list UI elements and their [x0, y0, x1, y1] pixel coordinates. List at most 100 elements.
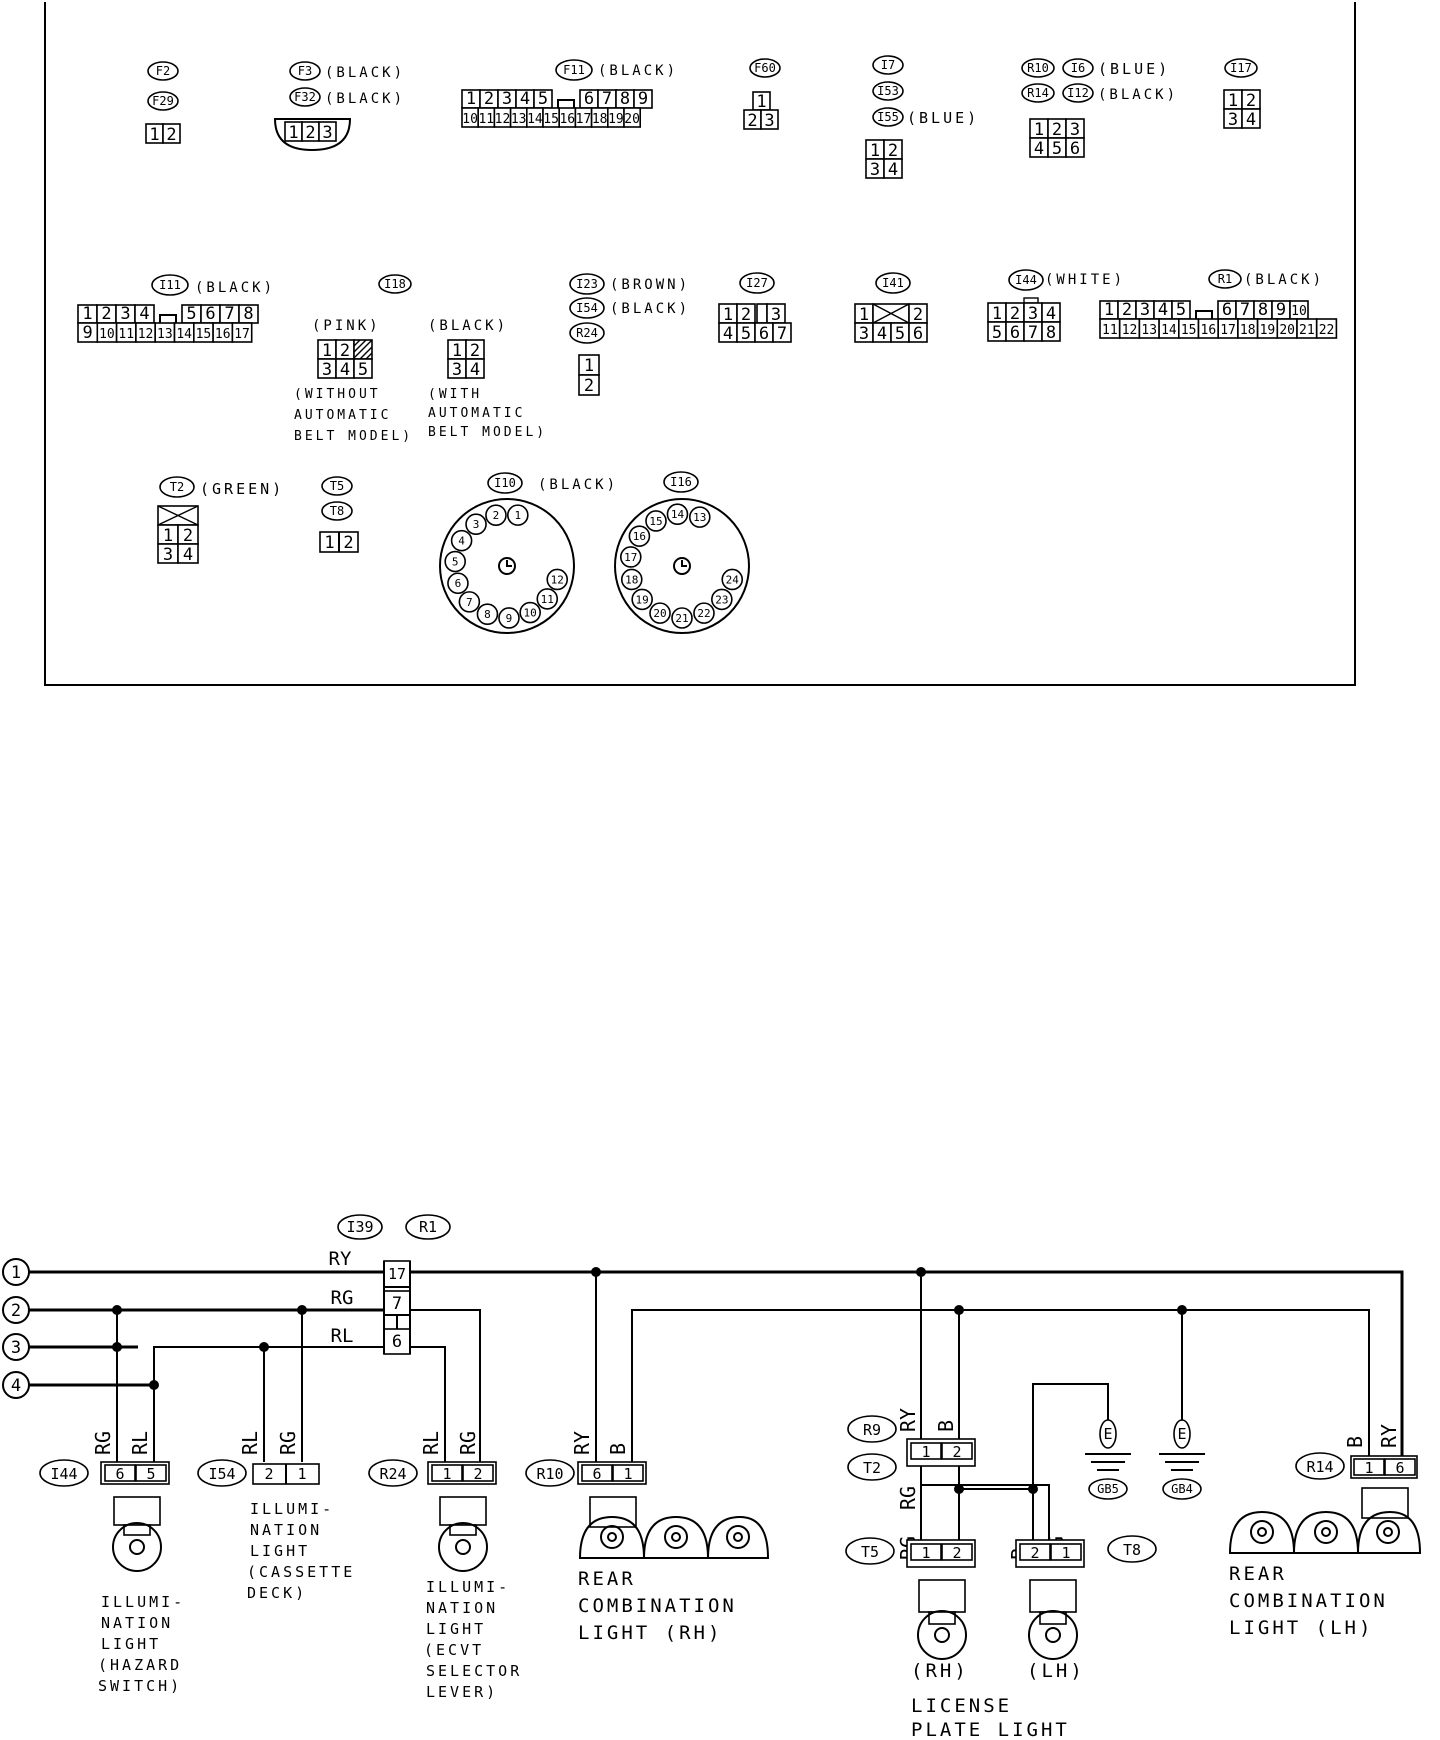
pin-label: 5	[895, 324, 905, 344]
pin-label: 13	[511, 112, 527, 127]
round-pin	[666, 503, 689, 525]
pin-label: 15	[543, 112, 559, 127]
connector-color: (BLACK)	[1098, 87, 1178, 103]
pin-label: 12	[138, 327, 154, 342]
pin-label: 2	[183, 526, 193, 546]
pin-label: 5	[1052, 139, 1062, 159]
connector-id: I16	[670, 475, 692, 489]
connector-I7-I53-I55: I7 I53 I55 (BLUE) 1 2 3 4	[865, 55, 976, 180]
pin-label: 9	[638, 89, 648, 109]
component-label: SELECTOR	[426, 1662, 522, 1680]
ground-label: E	[1103, 1425, 1112, 1443]
pin-label: 3	[452, 360, 462, 380]
round-pin	[693, 602, 715, 624]
pin-label: 15	[196, 327, 212, 342]
key-notch	[159, 314, 177, 323]
connector-color: (BLACK)	[610, 301, 690, 317]
pin-label: 3	[1140, 300, 1150, 320]
pin-label: 8	[620, 89, 630, 109]
pin-label: 21	[1299, 323, 1315, 338]
pin-label: 2	[888, 141, 898, 161]
pin-label: 6	[392, 1332, 402, 1352]
pin-label: 3	[473, 518, 480, 531]
pin-label: 5	[186, 304, 196, 324]
component-hazard-switch-light: RG RL I44 6 5 ILLUMI- NATION LIGHT (HAZA…	[39, 1431, 182, 1695]
terminal-number: 2	[11, 1301, 21, 1321]
pin-label: 2	[584, 376, 594, 396]
pin-label: 2	[741, 305, 751, 325]
connector-F3-F32: F3 (BLACK) F32 (BLACK) 1 2 3	[273, 61, 402, 152]
connector-T5-T8: T5 T8 1 2	[319, 476, 359, 553]
connector-id: R14	[1027, 86, 1049, 100]
pin-label: 1	[322, 341, 332, 361]
round-pin	[447, 572, 469, 595]
connector-id: I7	[881, 58, 895, 72]
pin-label: 1	[870, 141, 880, 161]
connector-id: R10	[1027, 61, 1049, 75]
component-label: PLATE LIGHT	[911, 1719, 1070, 1740]
pin-label: 1	[163, 526, 173, 546]
pin-label: 2	[473, 1465, 482, 1483]
pin-label: 14	[176, 327, 192, 342]
pin-label: 2	[470, 341, 480, 361]
pin-label: 10	[462, 112, 478, 127]
pin-label: 1	[921, 1544, 930, 1562]
pin-label: 6	[913, 324, 923, 344]
component-label: LIGHT	[426, 1620, 486, 1638]
pin-label: 2	[343, 533, 353, 553]
round-pin	[498, 607, 520, 629]
pin-label: 5	[146, 1465, 155, 1483]
pin-label: 3	[764, 111, 774, 131]
pin-label: 5	[452, 556, 459, 569]
pin-label: 3	[322, 123, 332, 143]
pin-label: 20	[1279, 323, 1295, 338]
pin-label: 4	[520, 89, 530, 109]
connector-id: I44	[1015, 273, 1037, 287]
connector-R10-I6-R14-I12: R10 I6 (BLUE) R14 I12 (BLACK) 1 2 3 4 5 …	[1021, 58, 1178, 159]
round-pin	[485, 504, 507, 526]
pin-label: 8	[484, 608, 491, 621]
pin-label: 7	[224, 304, 234, 324]
pin-label: 16	[559, 112, 575, 127]
wire-color-label: RY	[1377, 1424, 1401, 1448]
pin-label: 4	[877, 324, 887, 344]
pin-cell	[231, 322, 253, 343]
pin-label: 9	[1276, 300, 1286, 320]
variant-note: AUTOMATIC	[294, 408, 391, 423]
pin-label: 4	[1046, 304, 1056, 324]
component-label: NATION	[426, 1599, 498, 1617]
pin-label: 17	[1220, 323, 1236, 338]
pin-label: 17	[576, 112, 592, 127]
terminal-number: 1	[11, 1263, 21, 1283]
connector-id: I18	[384, 277, 406, 291]
connector-id: R1	[419, 1218, 437, 1236]
connector-id: I10	[494, 476, 516, 490]
connector-id: F32	[294, 90, 316, 104]
component-label: SWITCH)	[98, 1677, 182, 1695]
pin-label: 6	[1222, 300, 1232, 320]
connector-id: I39	[346, 1218, 373, 1236]
connector-id: I11	[159, 278, 181, 292]
pin-label: 1	[723, 305, 733, 325]
round-pin	[519, 601, 541, 624]
component-rear-combination-light-rh: RY B R10 6 1 REAR COMBINATION LIGHT (RH)	[525, 1431, 770, 1644]
pin-label: 5	[358, 360, 368, 380]
pin-label: 5	[538, 89, 548, 109]
component-label: ILLUMI-	[426, 1578, 510, 1596]
pin-label: 1	[466, 89, 476, 109]
wire-color-label: RG	[276, 1431, 300, 1455]
connector-color: (BROWN)	[610, 277, 690, 293]
pin-label: 4	[340, 360, 350, 380]
component-label: (CASSETTE	[247, 1563, 355, 1581]
pin-label: 3	[1228, 110, 1238, 130]
pin-cell	[623, 107, 642, 128]
pin-label: 4	[1158, 300, 1168, 320]
connector-id: R9	[863, 1421, 881, 1439]
pin-label: 3	[859, 324, 869, 344]
ground-GB5: E GB5	[1033, 1383, 1131, 1500]
connector-id: T2	[863, 1459, 881, 1477]
